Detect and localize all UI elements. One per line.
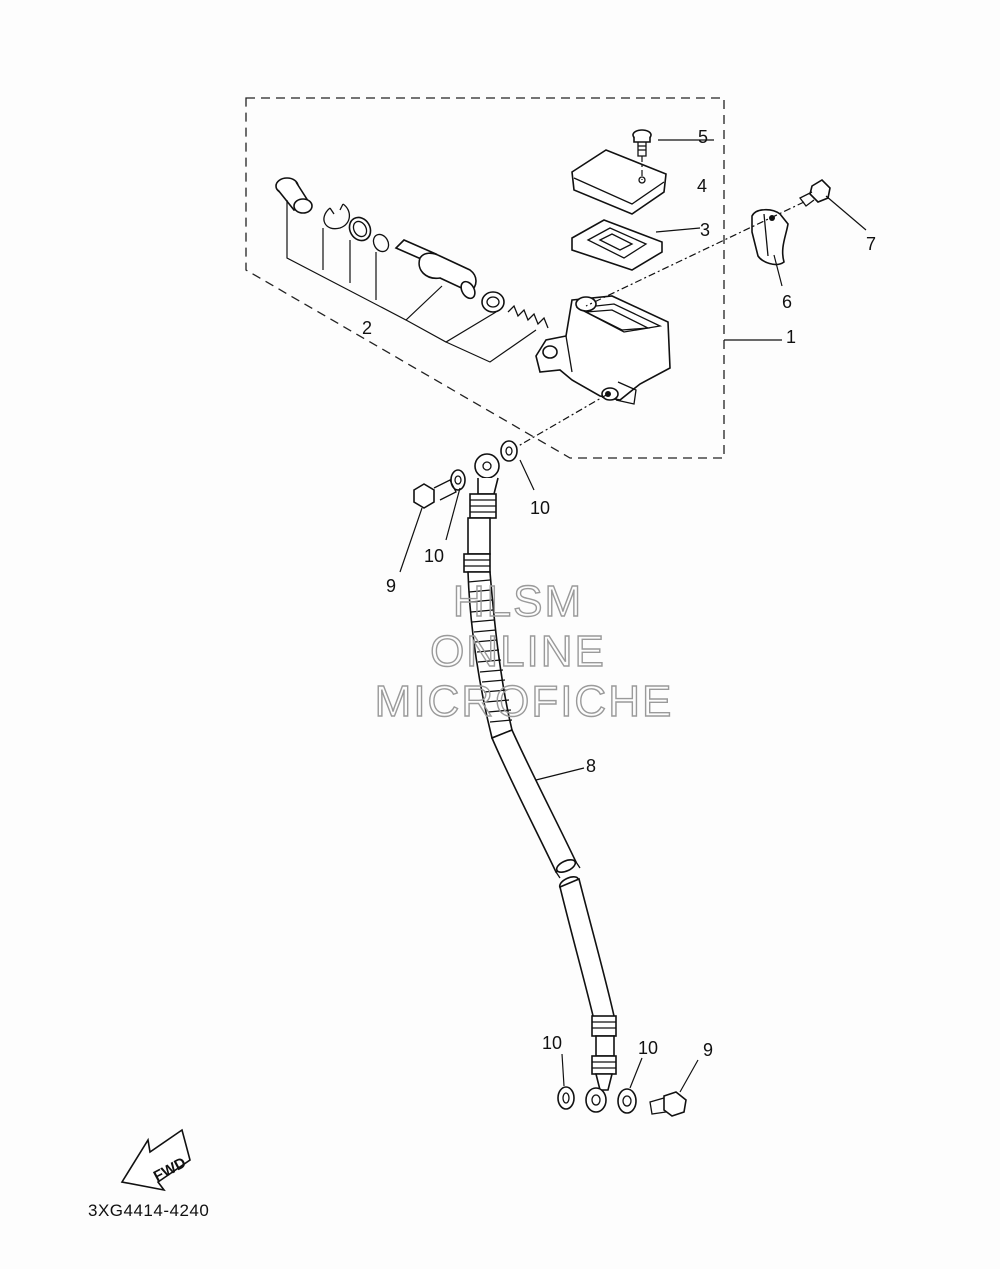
callout-1: 1 bbox=[786, 327, 796, 347]
callout-8: 8 bbox=[586, 756, 596, 776]
callout-9-lower: 9 bbox=[703, 1040, 713, 1060]
upper-copper-washer-right bbox=[500, 440, 518, 462]
master-cylinder-outlet-axis bbox=[507, 393, 609, 453]
diagram-code: 3XG4414-4240 bbox=[88, 1201, 209, 1220]
piston bbox=[394, 239, 477, 300]
piston-cup bbox=[481, 291, 505, 313]
holder-bracket bbox=[751, 208, 789, 266]
callout-10-lower-right: 10 bbox=[638, 1038, 658, 1058]
reservoir-diaphragm bbox=[571, 219, 663, 271]
upper-union-bolt bbox=[413, 479, 457, 509]
watermark-line-2: ONLINE bbox=[430, 627, 606, 676]
lower-copper-washer-left bbox=[557, 1086, 575, 1110]
piston-kit-parts bbox=[275, 177, 549, 363]
lower-union-bolt bbox=[649, 1091, 687, 1117]
brake-hose bbox=[463, 453, 617, 1113]
callout-labels: 1 2 3 4 5 6 7 8 9 9 10 10 10 10 bbox=[362, 127, 876, 1060]
reservoir-cap bbox=[571, 149, 667, 215]
forward-direction-arrow: FWD bbox=[120, 1128, 191, 1192]
holder-bolt bbox=[799, 178, 831, 207]
assembly-boundary bbox=[245, 97, 725, 459]
callout-2: 2 bbox=[362, 318, 372, 338]
return-spring bbox=[507, 304, 549, 329]
callout-3: 3 bbox=[700, 220, 710, 240]
watermark: HLSM ONLINE MICROFICHE bbox=[374, 576, 674, 726]
watermark-line-3: MICROFICHE bbox=[375, 677, 674, 726]
callout-leaders bbox=[399, 139, 867, 1093]
watermark-line-1: HLSM bbox=[453, 577, 583, 626]
leader-lines-item-2 bbox=[286, 200, 537, 363]
circlip bbox=[323, 203, 351, 230]
callout-7: 7 bbox=[866, 234, 876, 254]
piston-washer bbox=[348, 216, 372, 242]
callout-10-upper-left: 10 bbox=[424, 546, 444, 566]
lower-copper-washer-right bbox=[617, 1088, 637, 1114]
dust-boot bbox=[275, 177, 313, 214]
o-ring bbox=[372, 233, 390, 253]
callout-10-lower-left: 10 bbox=[542, 1033, 562, 1053]
callout-9-upper: 9 bbox=[386, 576, 396, 596]
upper-copper-washer-left bbox=[450, 469, 466, 491]
callout-4: 4 bbox=[697, 176, 707, 196]
callout-10-upper-right: 10 bbox=[530, 498, 550, 518]
callout-6: 6 bbox=[782, 292, 792, 312]
master-cylinder-body bbox=[535, 295, 671, 405]
callout-5: 5 bbox=[698, 127, 708, 147]
cap-screw bbox=[632, 129, 652, 157]
bolt-axis bbox=[585, 201, 805, 307]
